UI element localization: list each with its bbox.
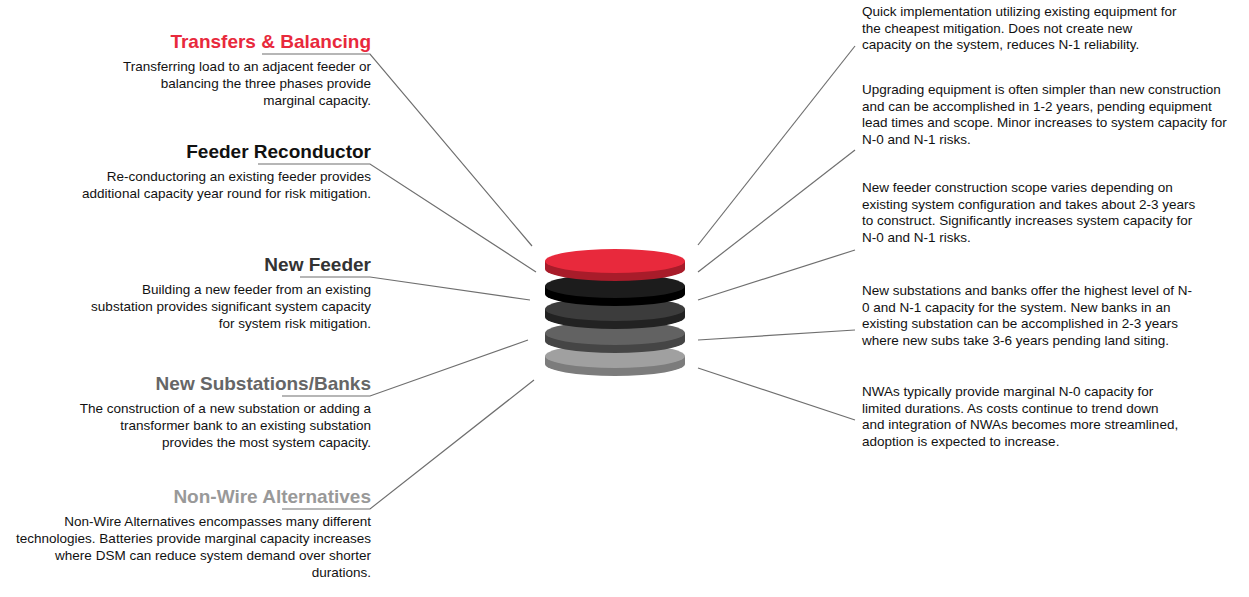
- leader-line: [698, 330, 855, 340]
- leader-line: [698, 250, 855, 300]
- option-note: NWAs typically provide marginal N-0 capa…: [862, 384, 1180, 450]
- option-description: Re-conductoring an existing feeder provi…: [46, 168, 371, 202]
- disk: [545, 249, 685, 281]
- option-description: Non-Wire Alternatives encompasses many d…: [15, 513, 371, 581]
- option-heading: New Substations/Banks: [11, 373, 371, 395]
- option-note: New feeder construction scope varies dep…: [862, 180, 1198, 246]
- option-description: The construction of a new substation or …: [69, 400, 371, 451]
- option-heading: New Feeder: [11, 254, 371, 276]
- leader-line: [698, 46, 855, 245]
- leader-line: [698, 368, 855, 420]
- option-description: Building a new feeder from an existing s…: [81, 281, 371, 332]
- option-heading: Feeder Reconductor: [11, 141, 371, 163]
- disk-stack: [545, 249, 685, 376]
- option-description: Transferring load to an adjacent feeder …: [119, 58, 371, 109]
- option-heading: Transfers & Balancing: [11, 31, 371, 53]
- leader-line: [698, 150, 855, 272]
- option-note: New substations and banks offer the high…: [862, 283, 1192, 349]
- option-heading: Non-Wire Alternatives: [11, 486, 371, 508]
- option-note: Quick implementation utilizing existing …: [862, 4, 1184, 54]
- option-note: Upgrading equipment is often simpler tha…: [862, 82, 1234, 148]
